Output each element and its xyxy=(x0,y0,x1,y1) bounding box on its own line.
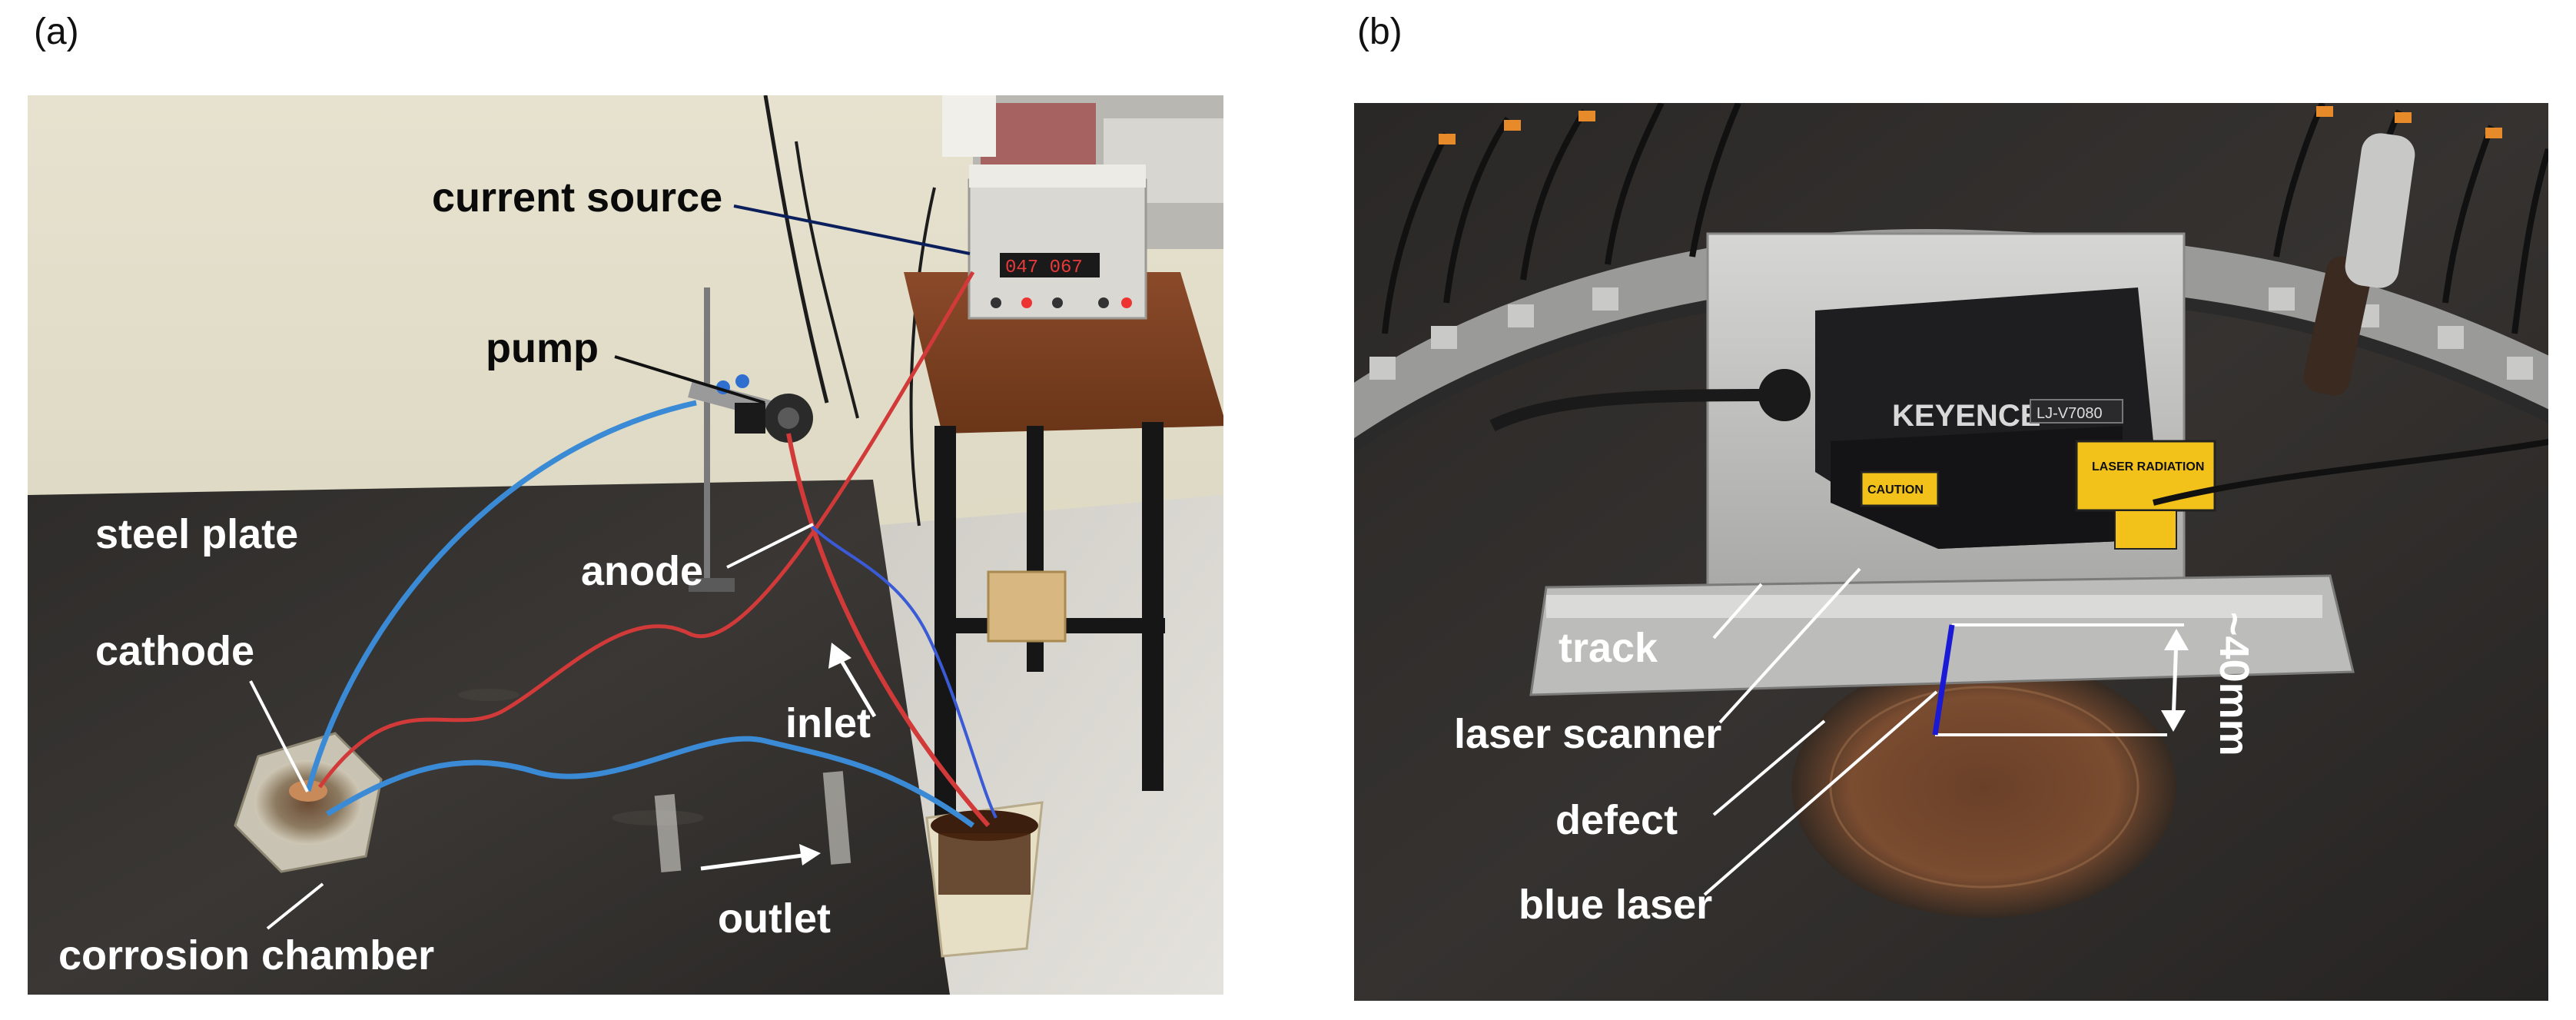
label-anode: anode xyxy=(581,548,704,594)
label-laser-scanner: laser scanner xyxy=(1454,711,1722,757)
label-pump: pump xyxy=(486,325,599,371)
panel-b-letter: (b) xyxy=(1357,12,1403,52)
label-dimension: ~40mm xyxy=(2211,612,2257,756)
panel-a-letter: (a) xyxy=(34,12,79,52)
current-source-device: 047 067 xyxy=(968,164,1147,320)
label-steel-plate: steel plate xyxy=(95,511,299,557)
laser-scanner-device: KEYENCE LJ-V7080 LASER RADIATION CAUTION xyxy=(1489,287,2548,550)
label-inlet: inlet xyxy=(785,700,871,746)
label-blue-laser: blue laser xyxy=(1519,882,1713,928)
label-track: track xyxy=(1559,625,1658,671)
label-cathode: cathode xyxy=(95,628,255,674)
svg-text:LJ-V7080: LJ-V7080 xyxy=(2037,405,2103,422)
label-defect: defect xyxy=(1555,797,1678,843)
laser-scanner-photo: KEYENCE LJ-V7080 LASER RADIATION CAUTION xyxy=(1354,103,2548,1001)
svg-text:KEYENCE: KEYENCE xyxy=(1892,399,2040,433)
svg-text:CAUTION: CAUTION xyxy=(1867,483,1924,497)
beaker xyxy=(925,801,1044,958)
defect-region xyxy=(1792,656,2176,918)
label-corrosion-chamber: corrosion chamber xyxy=(58,932,435,978)
label-outlet: outlet xyxy=(718,895,831,942)
photo-panel-b: KEYENCE LJ-V7080 LASER RADIATION CAUTION xyxy=(1354,103,2548,1001)
svg-text:LASER RADIATION: LASER RADIATION xyxy=(2092,460,2204,473)
label-current-source: current source xyxy=(432,174,723,221)
svg-text:047 067: 047 067 xyxy=(1005,257,1083,278)
